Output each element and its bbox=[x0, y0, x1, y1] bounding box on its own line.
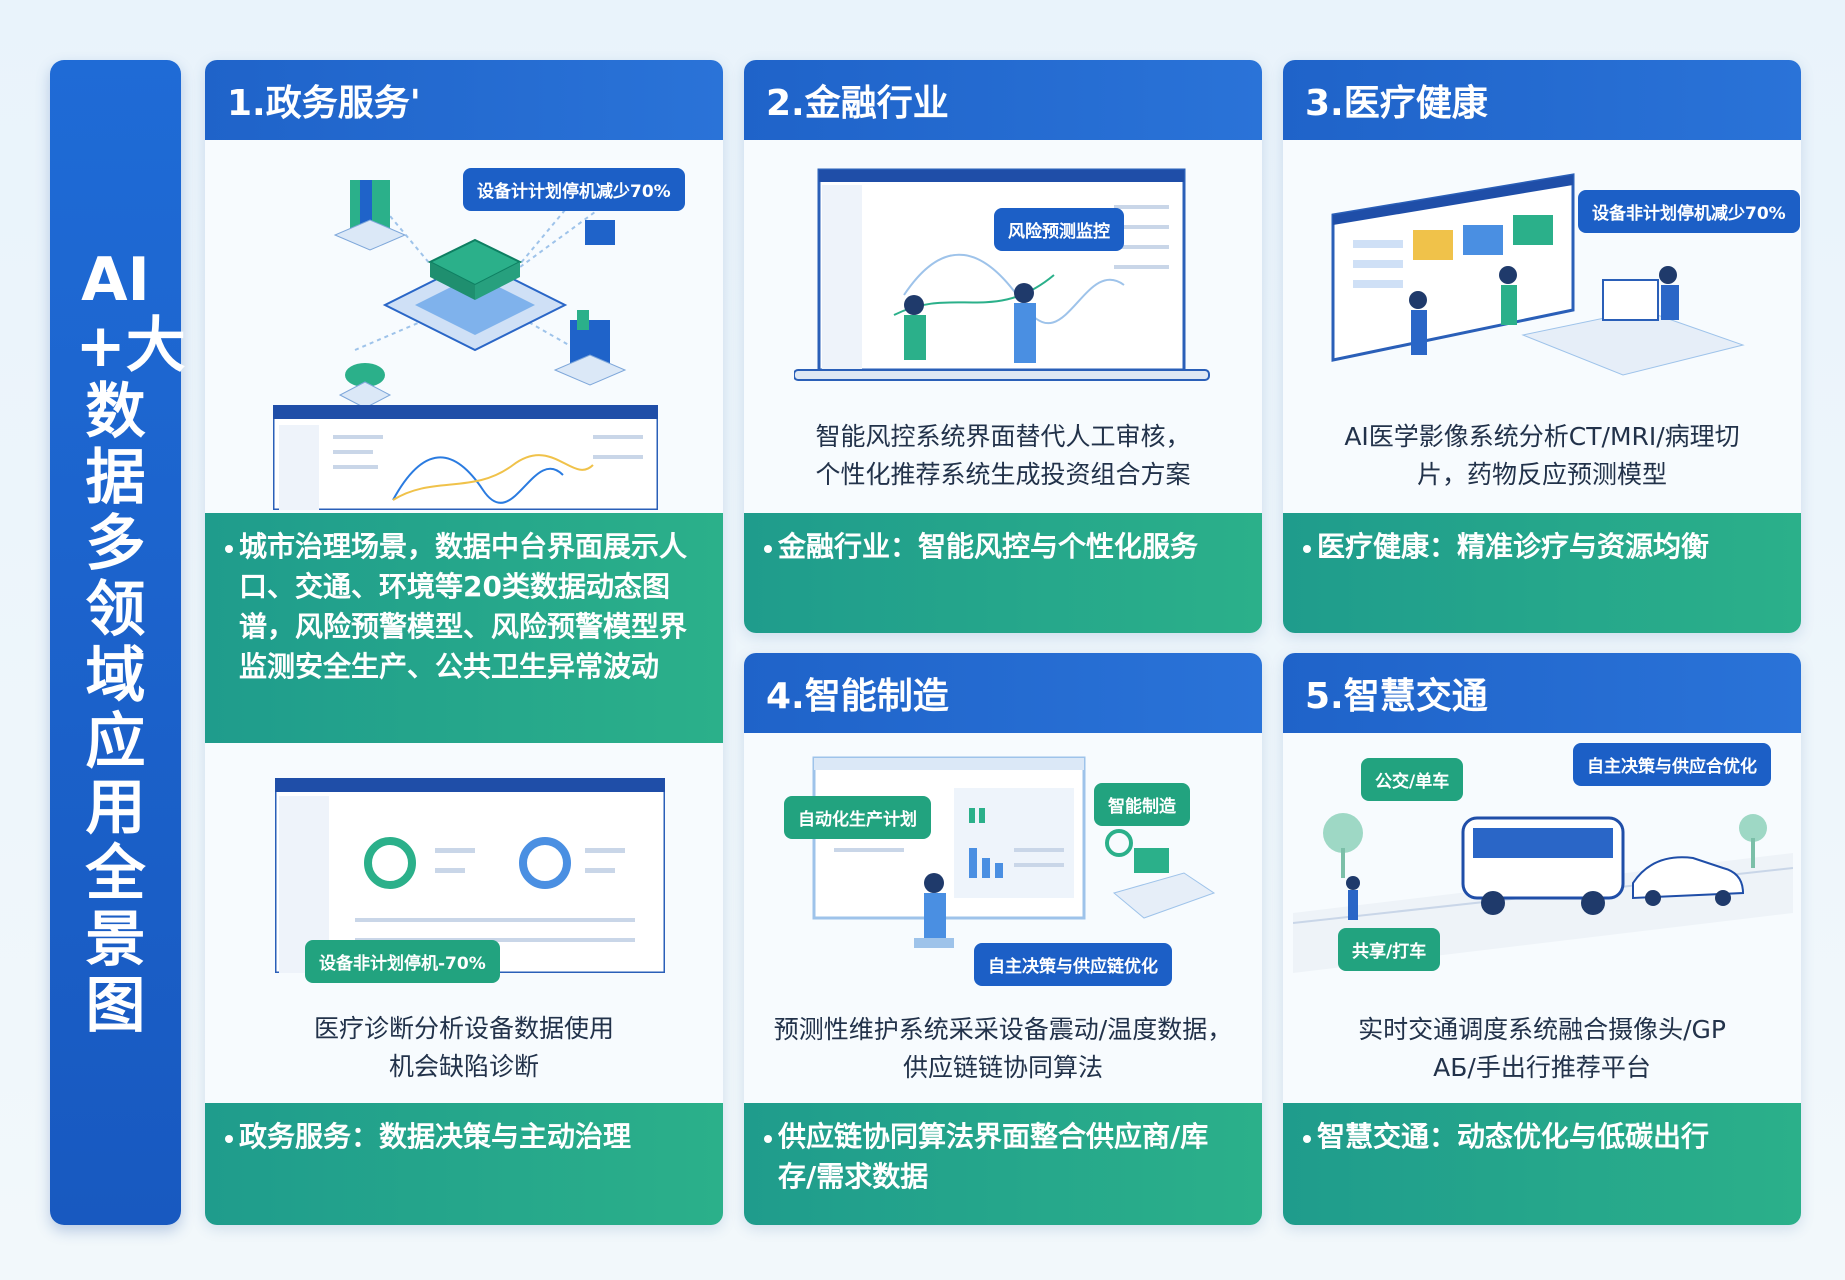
dashboard-screenshot-1 bbox=[273, 405, 658, 510]
panel-caption-manufacturing-1: 预测性维护系统采采设备震动/温度数据， bbox=[773, 1015, 1233, 1044]
panel-header-government: 1.政务服务' bbox=[205, 60, 723, 140]
panel-caption-healthcare-2: 片，药物反应预测模型 bbox=[1416, 460, 1667, 489]
bubble-downtime-top: 设备计计划停机减少70% bbox=[463, 168, 685, 211]
panel-caption-finance-2: 个性化推荐系统生成投资组合方案 bbox=[815, 460, 1191, 489]
side-title-text: AI+大数据多领域应用全景图 bbox=[75, 244, 186, 1041]
side-title-bar: AI+大数据多领域应用全景图 bbox=[50, 60, 186, 1225]
bubble-downtime-healthcare: 设备非计划停机减少70% bbox=[1578, 190, 1800, 233]
bubble-downtime-bottom: 设备非计划停机-70% bbox=[305, 940, 500, 983]
panel-caption-transport-2: AБ/手出行推荐平台 bbox=[1433, 1053, 1651, 1082]
bullet-dot bbox=[764, 1135, 772, 1143]
bullet-dot bbox=[1303, 1135, 1311, 1143]
panel-header-transport: 5.智慧交通 bbox=[1283, 653, 1801, 733]
bullet-dot bbox=[225, 545, 233, 553]
band-manufacturing: 供应链协同算法界面整合供应商/库存/需求数据 bbox=[744, 1103, 1262, 1225]
bullet-dot bbox=[764, 545, 772, 553]
bubble-shared-taxi: 共享/打车 bbox=[1338, 928, 1441, 971]
isometric-data-center-illustration bbox=[333, 180, 627, 409]
band-text: 智慧交通：动态优化与低碳出行 bbox=[1317, 1120, 1710, 1153]
panel-caption-transport-1: 实时交通调度系统融合摄像头/GP bbox=[1358, 1015, 1726, 1044]
bullet-dot bbox=[225, 1135, 233, 1143]
panel-caption-finance-1: 智能风控系统界面替代人工审核， bbox=[815, 422, 1191, 451]
panel-header-finance: 2.金融行业 bbox=[744, 60, 1262, 140]
panel-healthcare: 3.医疗健康 设备非计划停机减少70% AI医学影像系统分析CT/MRI/病理切… bbox=[1283, 60, 1801, 633]
band-text: 金融行业：智能风控与个性化服务 bbox=[778, 530, 1199, 563]
band-text: 供应链协同算法界面整合供应商/库存/需求数据 bbox=[778, 1120, 1209, 1193]
band-transport: 智慧交通：动态优化与低碳出行 bbox=[1283, 1103, 1801, 1225]
bubble-risk-monitor: 风险预测监控 bbox=[994, 208, 1124, 251]
panel-finance: 2.金融行业 风险预测监控 智能风控系统界面替代人工审核， 个性化推荐系统生成投… bbox=[744, 60, 1262, 633]
panel-manufacturing: 4.智能制造 自动化生产计划 智能制造 自主决策与供应链优化 预测性维护系统采采… bbox=[744, 653, 1262, 1225]
manufacturing-illustration bbox=[812, 756, 1216, 948]
panel-caption-manufacturing-2: 供应链链协同算法 bbox=[902, 1053, 1103, 1082]
bubble-supply-chain: 自主决策与供应链优化 bbox=[974, 943, 1172, 986]
band-healthcare: 医疗健康：精准诊疗与资源均衡 bbox=[1283, 513, 1801, 633]
band-text: 医疗健康：精准诊疗与资源均衡 bbox=[1317, 530, 1710, 563]
band-text: 政务服务：数据决策与主动治理 bbox=[239, 1120, 632, 1153]
finance-laptop-illustration bbox=[794, 168, 1210, 381]
healthcare-screen-illustration bbox=[1331, 173, 1745, 376]
band-text: 城市治理场景，数据中台界面展示人口、交通、环境等20类数据动态图谱，风险预警模型… bbox=[239, 530, 688, 683]
band-city-governance: 城市治理场景，数据中台界面展示人口、交通、环境等20类数据动态图谱，风险预警模型… bbox=[205, 513, 723, 743]
panel-transport: 5.智慧交通 公交/单车 自主决策与供应合优化 共享/打车 实时交通调度系统融合… bbox=[1283, 653, 1801, 1225]
bubble-auto-production: 自动化生产计划 bbox=[784, 796, 931, 839]
panel-caption-government: 医疗诊断分析设备数据使用机会缺陷诊断 bbox=[313, 1014, 614, 1081]
bubble-bus-bike: 公交/单车 bbox=[1361, 758, 1464, 801]
panel-header-healthcare: 3.医疗健康 bbox=[1283, 60, 1801, 140]
panel-header-manufacturing: 4.智能制造 bbox=[744, 653, 1262, 733]
bullet-dot bbox=[1303, 545, 1311, 553]
band-finance: 金融行业：智能风控与个性化服务 bbox=[744, 513, 1262, 633]
bubble-smart-manufacturing: 智能制造 bbox=[1094, 783, 1190, 826]
panel-government: 1.政务服务' 设备计计划停机减少70% 城市治理场景，数据中台界面展示人口、交… bbox=[205, 60, 723, 1225]
panel-caption-healthcare-1: AI医学影像系统分析CT/MRI/病理切 bbox=[1344, 422, 1740, 451]
bubble-autonomous-decision: 自主决策与供应合优化 bbox=[1573, 743, 1771, 786]
band-footer-government: 政务服务：数据决策与主动治理 bbox=[205, 1103, 723, 1225]
